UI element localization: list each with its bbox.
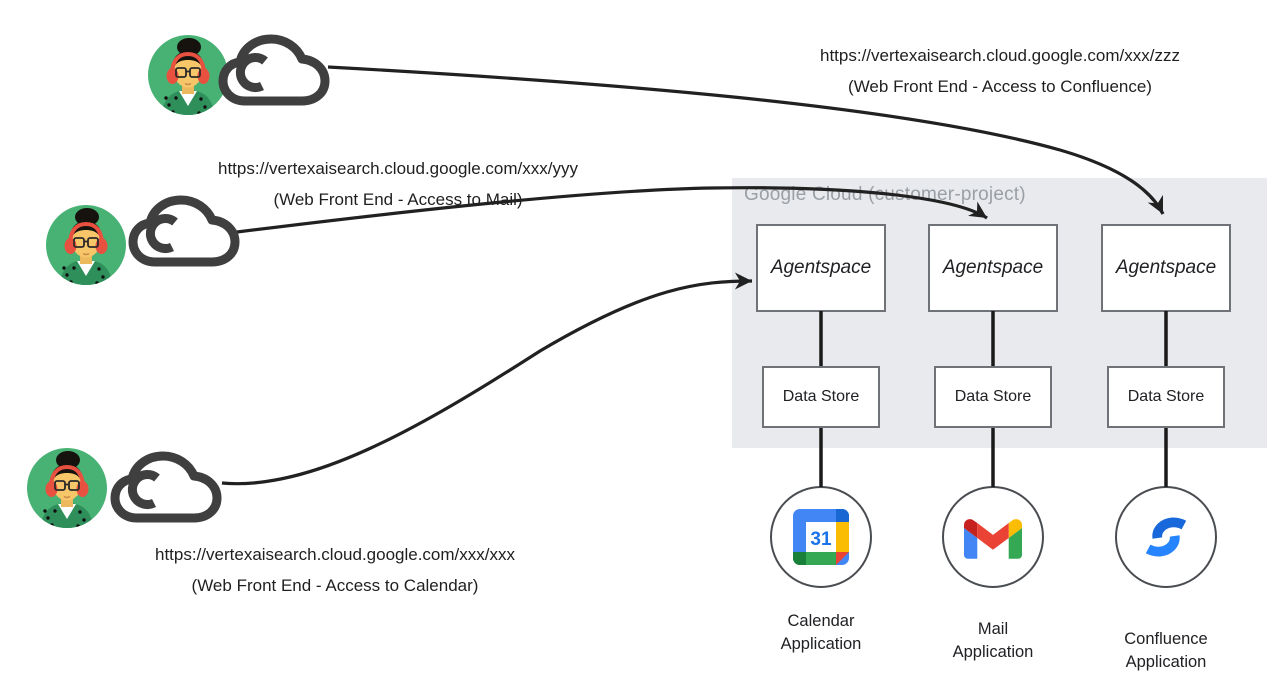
cloud-icon	[223, 39, 325, 101]
agentspace-box-calendar: Agentspace	[756, 224, 886, 312]
datastore-label: Data Store	[954, 388, 1032, 405]
user-avatar-icon	[148, 35, 228, 117]
user-group-confluence	[148, 35, 325, 117]
user-avatar-icon	[27, 448, 107, 530]
app-label-line2: Application	[952, 643, 1034, 661]
gmail-icon	[964, 519, 1022, 559]
app-label-line2: Application	[1125, 653, 1207, 671]
user-group-calendar	[27, 448, 217, 530]
container-title: Google Cloud (customer-project)	[744, 184, 1026, 205]
request-text-confluence: https://vertexaisearch.cloud.google.com/…	[800, 40, 1200, 102]
request-url: https://vertexaisearch.cloud.google.com/…	[820, 46, 1180, 65]
app-label-line1: Confluence	[1124, 630, 1208, 648]
agentspace-label: Agentspace	[942, 257, 1044, 278]
datastore-box-mail: Data Store	[934, 366, 1052, 428]
user-avatar-icon	[46, 205, 126, 287]
cloud-icon	[115, 456, 217, 518]
app-label-line2: Application	[780, 635, 862, 653]
datastore-label: Data Store	[1127, 388, 1205, 405]
confluence-icon	[1145, 517, 1187, 557]
request-url: https://vertexaisearch.cloud.google.com/…	[218, 159, 578, 178]
request-caption: (Web Front End - Access to Mail)	[273, 190, 523, 209]
app-label-confluence: Confluence Application	[1076, 628, 1256, 674]
calendar-day-number: 31	[810, 529, 832, 550]
app-label-line1: Mail	[977, 620, 1009, 638]
app-label-line1: Calendar	[787, 612, 855, 630]
agentspace-box-confluence: Agentspace	[1101, 224, 1231, 312]
app-label-calendar: Calendar Application	[731, 610, 911, 656]
calendar-app-circle: 31	[770, 486, 872, 588]
agentspace-label: Agentspace	[770, 257, 872, 278]
request-url: https://vertexaisearch.cloud.google.com/…	[155, 545, 515, 564]
request-text-mail: https://vertexaisearch.cloud.google.com/…	[198, 153, 598, 215]
google-calendar-icon: 31	[793, 509, 849, 565]
datastore-box-confluence: Data Store	[1107, 366, 1225, 428]
app-label-mail: Mail Application	[903, 618, 1083, 664]
request-text-calendar: https://vertexaisearch.cloud.google.com/…	[135, 539, 535, 601]
request-caption: (Web Front End - Access to Confluence)	[848, 77, 1152, 96]
request-caption: (Web Front End - Access to Calendar)	[191, 576, 479, 595]
datastore-box-calendar: Data Store	[762, 366, 880, 428]
datastore-label: Data Store	[782, 388, 860, 405]
agentspace-box-mail: Agentspace	[928, 224, 1058, 312]
confluence-app-circle	[1115, 486, 1217, 588]
agentspace-label: Agentspace	[1115, 257, 1217, 278]
arrow-calendar-request	[221, 272, 753, 486]
mail-app-circle	[942, 486, 1044, 588]
